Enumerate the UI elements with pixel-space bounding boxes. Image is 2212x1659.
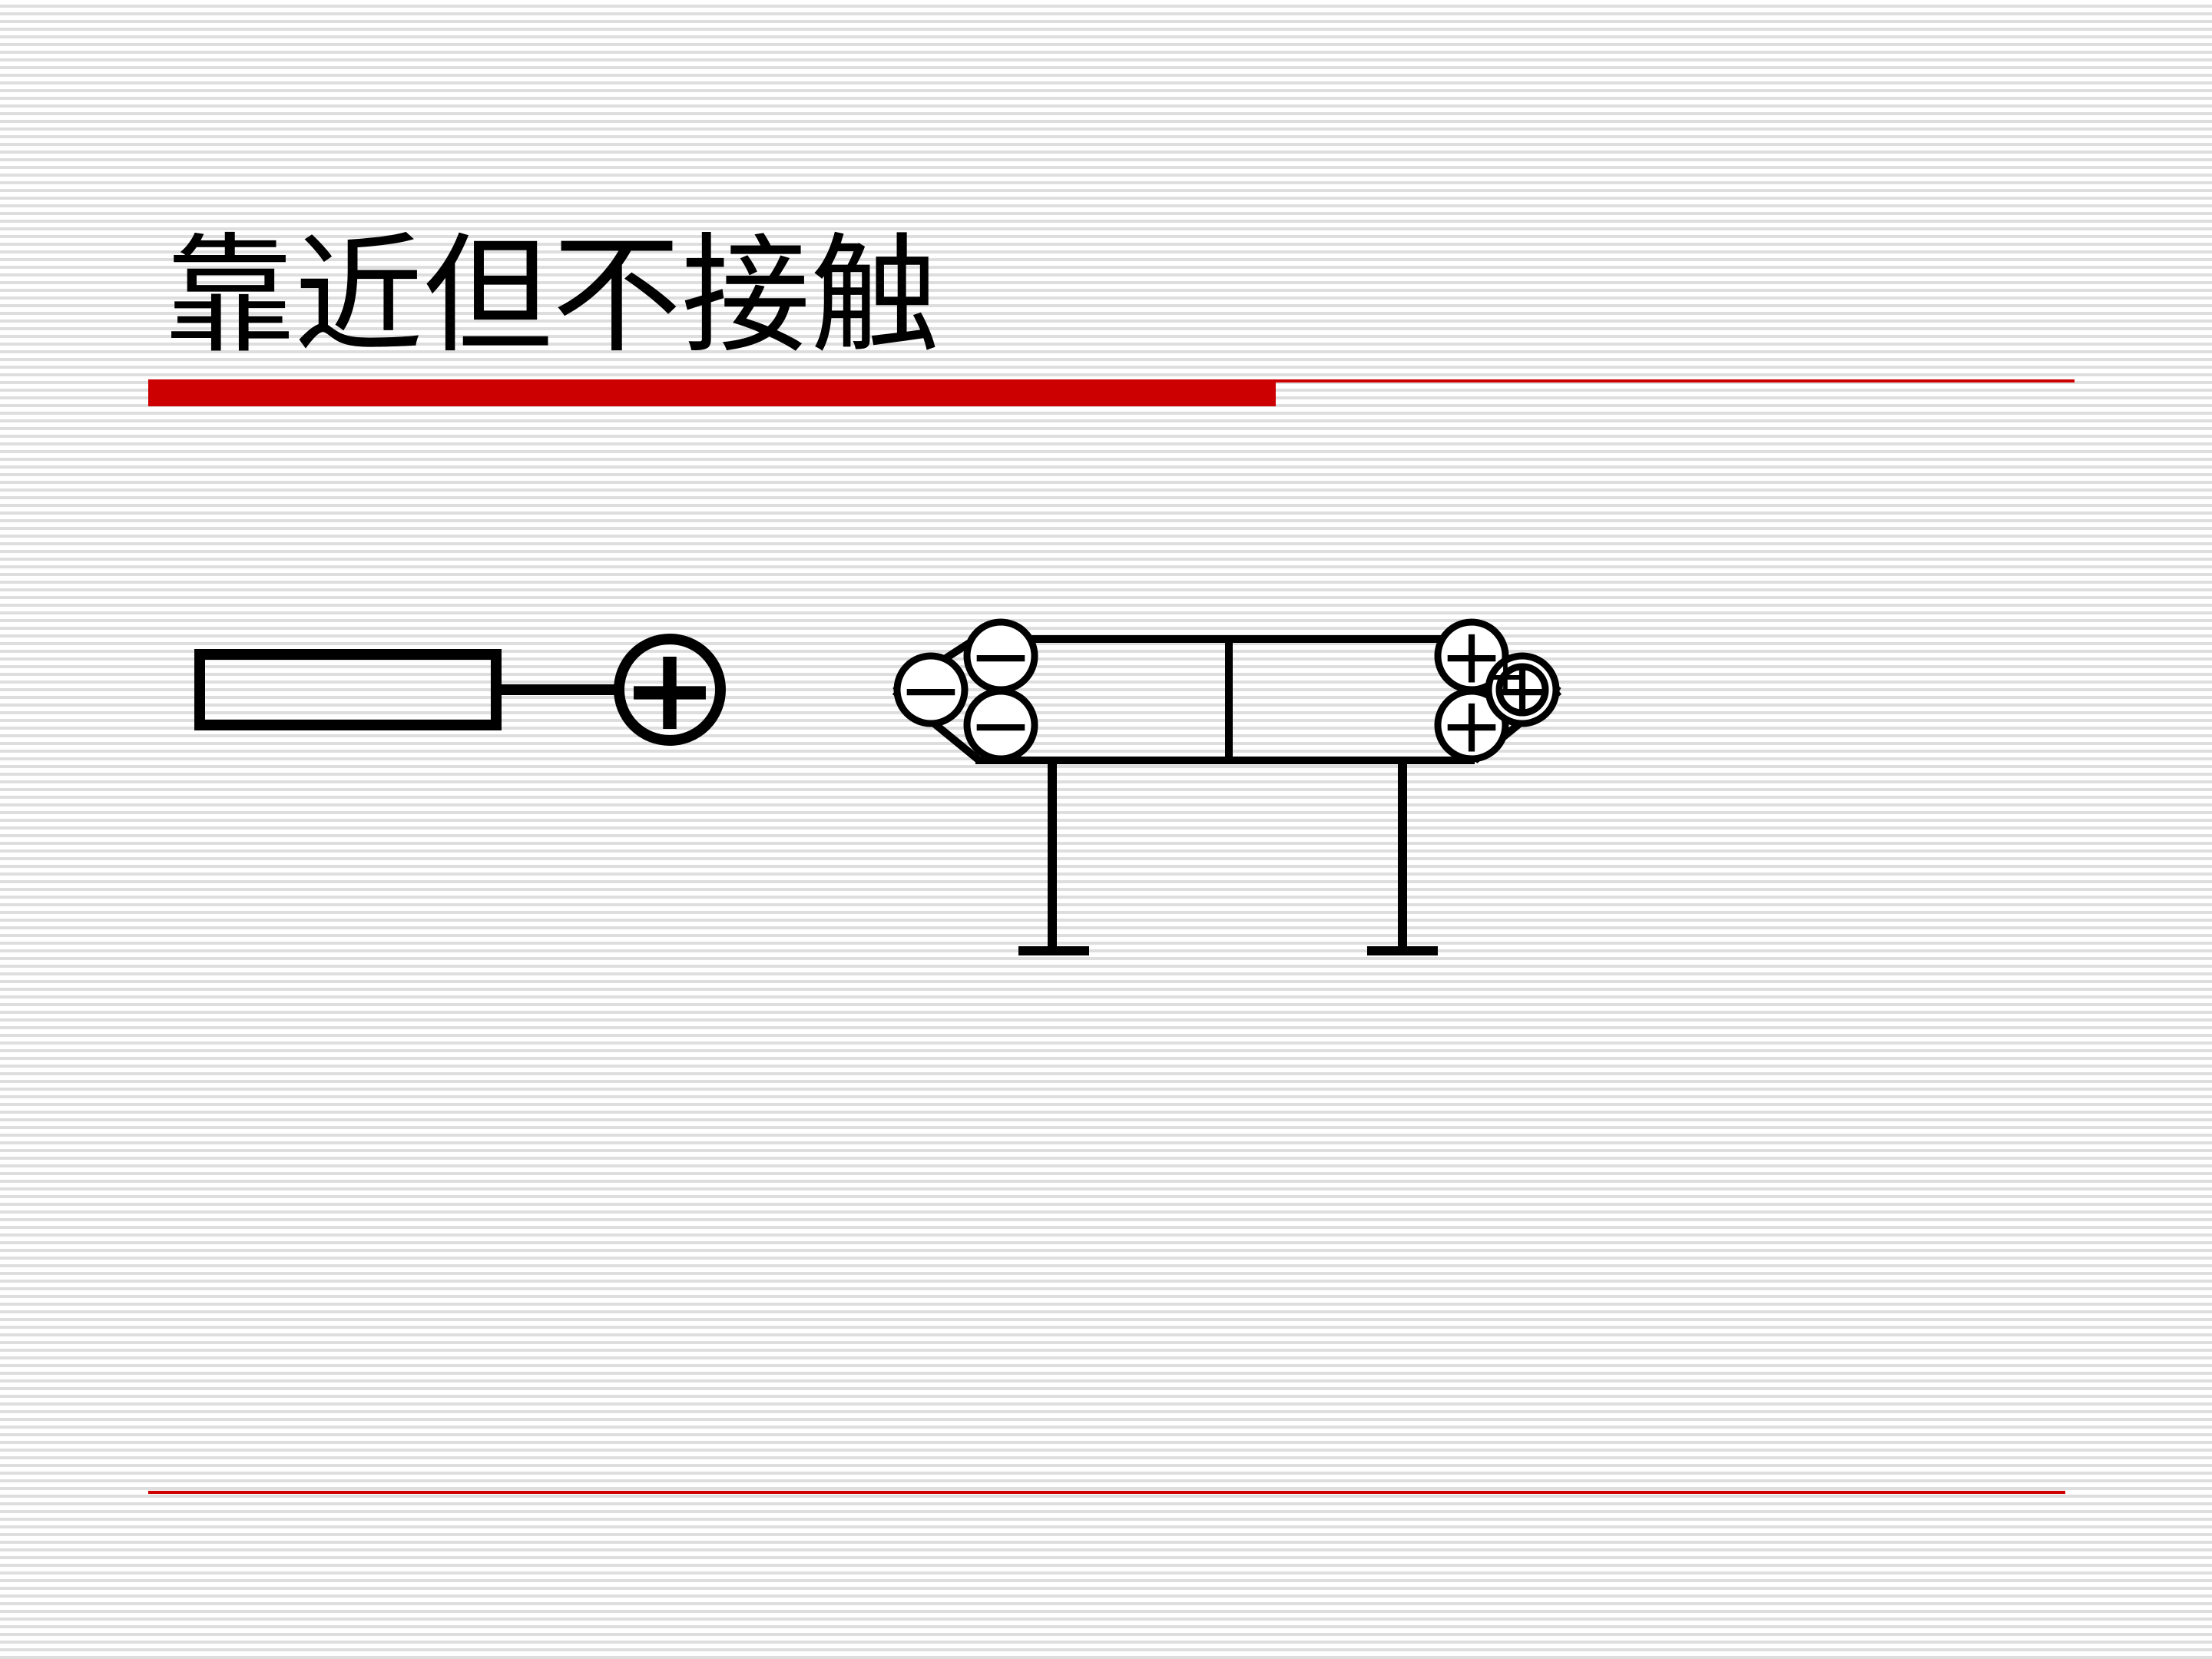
rod-charge-ball — [614, 634, 726, 746]
slide-title: 靠近但不接触 — [165, 220, 939, 371]
title-underline-thin — [1276, 379, 2075, 382]
title-underline-thick — [148, 379, 1276, 406]
negative-charge-3 — [963, 687, 1038, 763]
charged-rod — [194, 634, 726, 746]
positive-sign-3: + — [1490, 645, 1555, 735]
positive-charge-4 — [1495, 663, 1549, 717]
positive-sign-4: + — [1483, 644, 1528, 707]
negative-sign-2: − — [899, 645, 963, 735]
positive-sign-1: + — [1439, 611, 1504, 701]
insulating-stands — [1018, 760, 1438, 955]
positive-sign-2: + — [1439, 680, 1504, 770]
negative-sign-1: − — [969, 611, 1033, 701]
positive-charge-2 — [1434, 687, 1509, 763]
negative-sign-3: − — [969, 680, 1033, 770]
negative-charge-2 — [893, 652, 969, 727]
induced-negative-charges — [893, 618, 1038, 763]
induced-positive-charges — [1434, 618, 1560, 763]
rod-charge-sign: + — [621, 623, 718, 757]
rod-body — [194, 649, 502, 730]
footer-divider — [148, 1491, 2065, 1494]
